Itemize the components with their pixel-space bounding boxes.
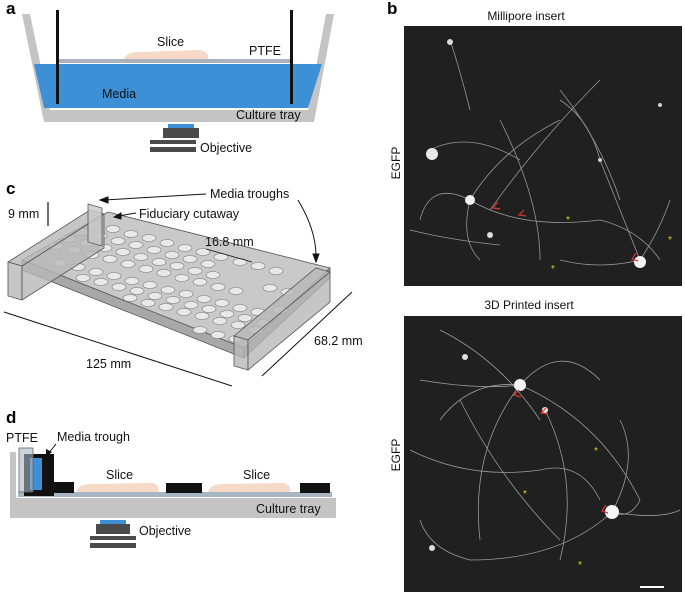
slice-label-d-1: Slice	[106, 468, 133, 482]
svg-text:*: *	[594, 446, 598, 457]
ptfe-label-d: PTFE	[6, 431, 38, 445]
egfp-label-bottom: EGFP	[389, 439, 403, 472]
media-trough-right	[233, 267, 331, 371]
svg-text:*: *	[578, 560, 582, 571]
media-fill	[34, 64, 322, 108]
callout-arrows	[98, 193, 320, 264]
slice-d-2	[208, 483, 291, 492]
ptfe-layer-d	[18, 492, 332, 497]
objective-a	[150, 124, 199, 152]
width-dimension-line	[261, 291, 353, 377]
panel-c-letter: c	[6, 179, 15, 198]
media-trough-label: Media trough	[57, 430, 130, 444]
insert-wall-right-a	[290, 10, 293, 104]
micrograph-millipore: * * *	[404, 26, 682, 286]
ptfe-membrane-a	[58, 59, 290, 63]
panel-b: b Millipore insert 3D Printed insert EGF…	[387, 0, 682, 592]
millipore-title: Millipore insert	[487, 9, 565, 23]
length-dimension-line	[3, 311, 233, 387]
media-label: Media	[102, 87, 136, 101]
insert-bar-mid	[166, 483, 202, 493]
objective-label-d: Objective	[139, 524, 191, 538]
culture-tray-d	[10, 498, 336, 518]
culture-tray-label-d: Culture tray	[256, 502, 321, 516]
slice-a	[124, 50, 209, 59]
svg-text:*: *	[566, 215, 570, 226]
panel-c: c	[3, 179, 363, 387]
culture-tray-label-a: Culture tray	[236, 108, 301, 122]
slice-d-1	[76, 483, 159, 492]
spacing-dimension-line	[205, 248, 253, 263]
ptfe-label-a: PTFE	[249, 44, 281, 58]
height-label: 9 mm	[8, 207, 39, 221]
insert-wall-left-a	[56, 10, 59, 104]
insert-bar-right	[300, 483, 330, 493]
slice-label-d-2: Slice	[243, 468, 270, 482]
scale-bar	[640, 586, 664, 588]
ptfe-sleeve	[18, 447, 34, 493]
length-label: 125 mm	[86, 357, 131, 371]
panel-b-letter: b	[387, 0, 397, 18]
svg-text:*: *	[551, 264, 555, 275]
svg-text:*: *	[668, 235, 672, 246]
svg-text:*: *	[523, 489, 527, 500]
width-label: 68.2 mm	[314, 334, 363, 348]
panel-a: a Slice PTFE Media Culture tray Objectiv…	[6, 0, 334, 155]
slice-label-a: Slice	[157, 35, 184, 49]
objective-label-a: Objective	[200, 141, 252, 155]
panel-a-letter: a	[6, 0, 16, 18]
media-trough-left	[7, 203, 105, 301]
objective-d	[90, 520, 136, 548]
media-troughs-label: Media troughs	[210, 187, 289, 201]
micrograph-3d-printed: * * *	[404, 316, 682, 592]
panel-d: d PTFE Media trough Slice Slice Culture …	[6, 408, 336, 548]
panel-d-letter: d	[6, 408, 16, 427]
egfp-label-top: EGFP	[389, 147, 403, 180]
printed-insert-title: 3D Printed insert	[484, 298, 574, 312]
fiduciary-cutaway-label: Fiduciary cutaway	[139, 207, 240, 221]
spacing-label: 16.8 mm	[205, 235, 254, 249]
